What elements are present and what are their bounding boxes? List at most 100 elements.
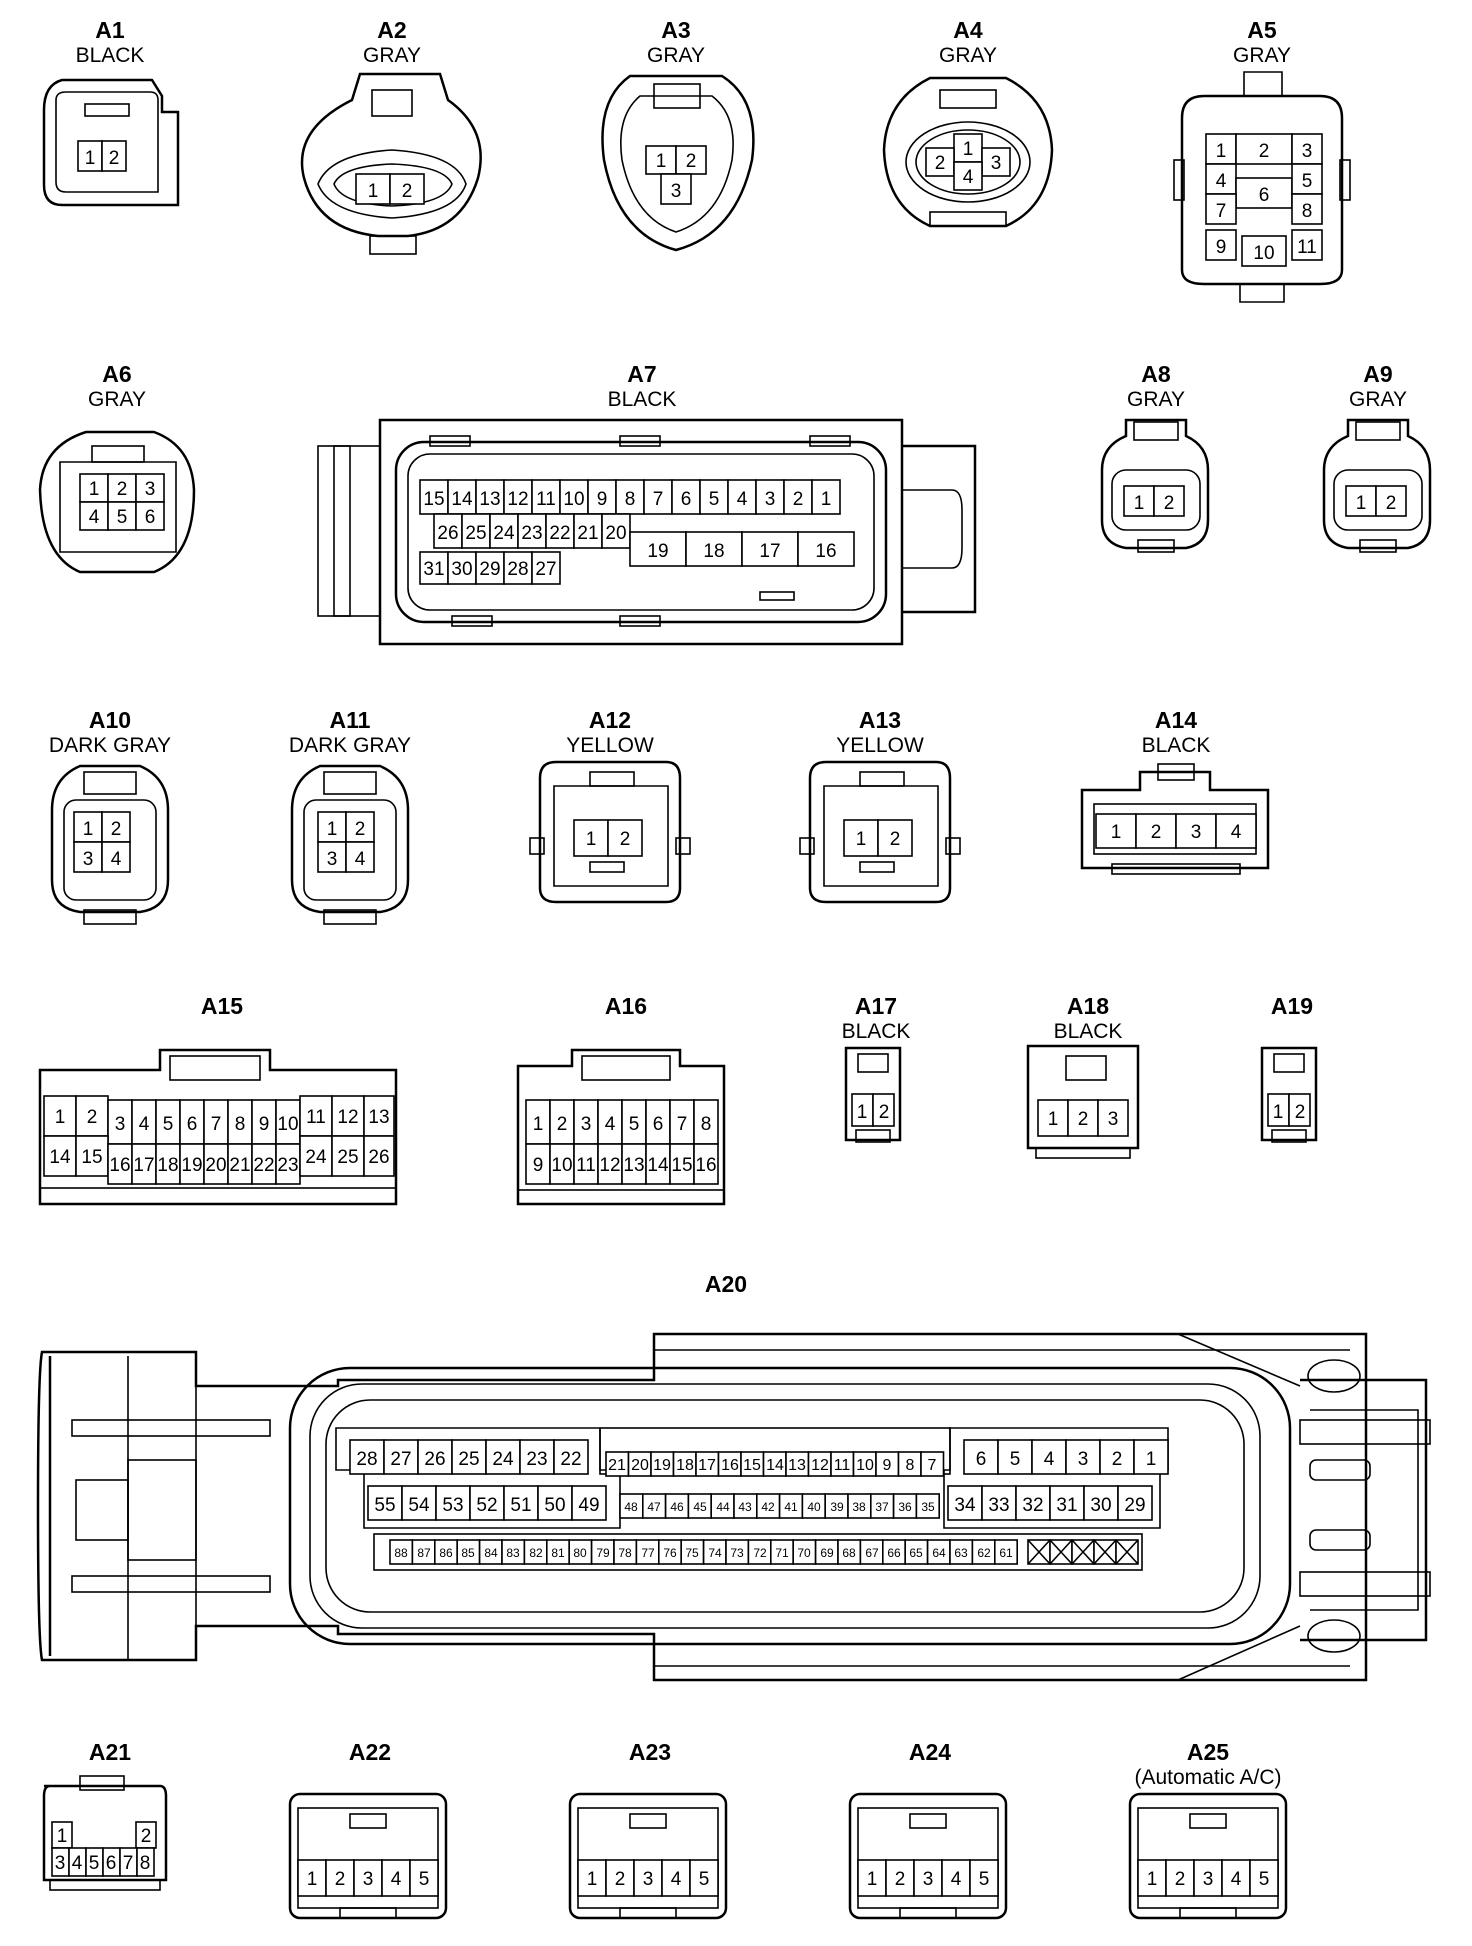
svg-text:1: 1 [587, 1869, 598, 1890]
svg-text:4: 4 [72, 1853, 83, 1874]
svg-text:8: 8 [625, 489, 636, 510]
svg-text:1: 1 [1146, 1449, 1157, 1470]
svg-text:9: 9 [1216, 237, 1227, 258]
svg-text:2: 2 [141, 1826, 152, 1847]
connector-color: GRAY [1127, 388, 1185, 411]
svg-text:2: 2 [879, 1102, 890, 1123]
svg-text:2: 2 [355, 819, 366, 840]
connector-a24: A24 1 2 3 4 5 [848, 1739, 1008, 1920]
svg-text:1: 1 [867, 1869, 878, 1890]
svg-text:3: 3 [581, 1114, 592, 1135]
svg-text:18: 18 [157, 1155, 178, 1176]
svg-text:16: 16 [815, 541, 836, 562]
svg-text:3: 3 [55, 1853, 66, 1874]
connector-label: A19 [1271, 993, 1313, 1019]
connector-a15: A15 1 2 3 4 5 6 7 8 9 10 11 12 13 14 15 … [38, 993, 398, 1206]
svg-text:6: 6 [106, 1853, 117, 1874]
svg-text:8: 8 [906, 1457, 915, 1474]
svg-text:6: 6 [681, 489, 692, 510]
svg-text:7: 7 [677, 1114, 688, 1135]
svg-text:18: 18 [676, 1457, 694, 1474]
svg-text:3: 3 [991, 153, 1002, 174]
connector-a7: A7 BLACK 15 14 13 12 11 10 9 8 7 6 5 4 3 [317, 361, 977, 646]
connector-a17: A17 BLACK 1 2 [842, 993, 911, 1143]
svg-text:3: 3 [115, 1114, 126, 1135]
svg-text:11: 11 [1297, 237, 1317, 258]
connector-a13: A13 YELLOW 1 2 [799, 707, 961, 904]
svg-text:7: 7 [123, 1853, 134, 1874]
svg-text:19: 19 [181, 1155, 202, 1176]
svg-text:31: 31 [1056, 1495, 1077, 1516]
svg-text:71: 71 [775, 1546, 789, 1560]
svg-text:2: 2 [1078, 1109, 1089, 1130]
svg-text:28: 28 [356, 1449, 377, 1470]
svg-text:3: 3 [643, 1869, 654, 1890]
svg-text:77: 77 [641, 1546, 655, 1560]
svg-text:7: 7 [653, 489, 664, 510]
svg-text:1: 1 [85, 148, 96, 169]
svg-text:13: 13 [788, 1457, 806, 1474]
connector-color: GRAY [88, 388, 146, 411]
svg-text:26: 26 [368, 1147, 389, 1168]
svg-text:10: 10 [551, 1155, 572, 1176]
svg-text:32: 32 [1022, 1495, 1043, 1516]
svg-text:1: 1 [1216, 141, 1227, 162]
connector-a2: A2 GRAY 1 2 [300, 17, 482, 255]
svg-text:2: 2 [557, 1114, 568, 1135]
svg-text:4: 4 [355, 849, 366, 870]
svg-text:2: 2 [1151, 822, 1162, 843]
svg-text:26: 26 [424, 1449, 445, 1470]
svg-text:4: 4 [963, 167, 974, 188]
connector-label: A21 [89, 1739, 131, 1765]
connector-label: A12 [589, 707, 631, 733]
svg-text:6: 6 [653, 1114, 664, 1135]
svg-text:61: 61 [999, 1546, 1013, 1560]
svg-text:88: 88 [394, 1546, 408, 1560]
svg-text:10: 10 [563, 489, 584, 510]
svg-text:17: 17 [698, 1457, 716, 1474]
svg-text:3: 3 [327, 849, 338, 870]
svg-text:11: 11 [306, 1107, 326, 1128]
svg-text:3: 3 [1108, 1109, 1119, 1130]
connector-a21: A21 1 2 3 4 5 6 7 8 [42, 1739, 168, 1891]
svg-text:73: 73 [730, 1546, 744, 1560]
blank-cavities [1027, 1539, 1139, 1565]
svg-text:9: 9 [883, 1457, 892, 1474]
svg-text:26: 26 [437, 523, 458, 544]
svg-text:4: 4 [1231, 1869, 1242, 1890]
connector-color: BLACK [76, 44, 145, 67]
svg-text:13: 13 [623, 1155, 644, 1176]
svg-text:5: 5 [629, 1114, 640, 1135]
svg-text:1: 1 [1048, 1109, 1059, 1130]
svg-text:4: 4 [951, 1869, 962, 1890]
connector-label: A9 [1363, 361, 1392, 387]
svg-text:55: 55 [374, 1495, 395, 1516]
svg-text:83: 83 [506, 1546, 520, 1560]
svg-text:79: 79 [596, 1546, 610, 1560]
svg-text:64: 64 [932, 1546, 946, 1560]
svg-text:36: 36 [898, 1500, 912, 1514]
svg-text:14: 14 [647, 1155, 669, 1176]
svg-text:16: 16 [721, 1457, 739, 1474]
svg-text:11: 11 [576, 1155, 596, 1176]
svg-text:4: 4 [605, 1114, 616, 1135]
svg-text:24: 24 [492, 1449, 514, 1470]
svg-text:19: 19 [653, 1457, 671, 1474]
connector-label: A23 [629, 1739, 671, 1765]
svg-text:15: 15 [423, 489, 444, 510]
svg-text:82: 82 [529, 1546, 543, 1560]
connector-label: A5 [1247, 17, 1277, 43]
svg-text:6: 6 [145, 507, 156, 528]
svg-text:68: 68 [842, 1546, 856, 1560]
svg-text:43: 43 [738, 1500, 752, 1514]
connector-label: A16 [605, 993, 647, 1019]
connector-color: BLACK [842, 1020, 911, 1043]
svg-text:34: 34 [954, 1495, 976, 1516]
svg-text:21: 21 [608, 1457, 626, 1474]
connector-a12: A12 YELLOW 1 2 [529, 707, 691, 904]
connector-color: GRAY [1349, 388, 1407, 411]
svg-text:1: 1 [856, 829, 867, 850]
svg-text:62: 62 [977, 1546, 991, 1560]
svg-text:9: 9 [533, 1155, 544, 1176]
svg-text:23: 23 [521, 523, 542, 544]
